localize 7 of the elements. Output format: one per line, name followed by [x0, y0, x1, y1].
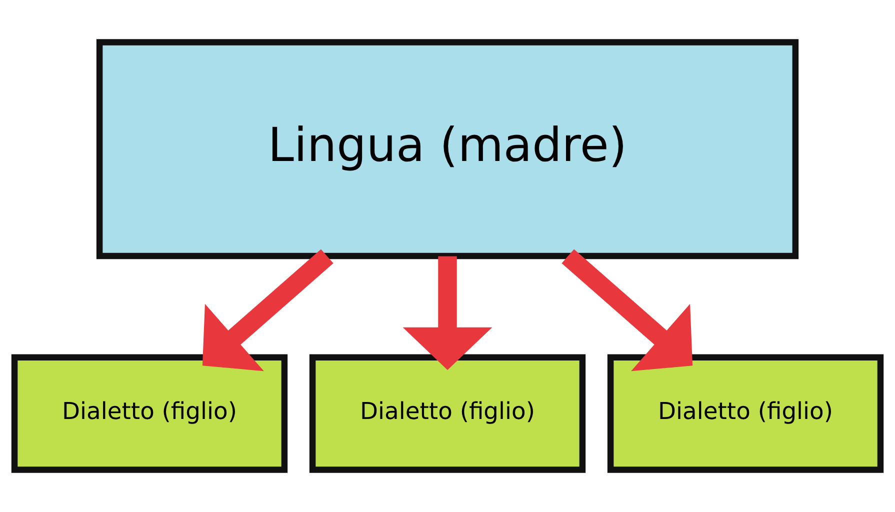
node-box: Dialetto (figlio): [11, 354, 288, 473]
node-box: Dialetto (figlio): [607, 354, 884, 473]
node-box: Dialetto (figlio): [309, 354, 586, 473]
arrow: [562, 249, 693, 372]
node-box: Lingua (madre): [96, 39, 799, 260]
arrow: [402, 256, 492, 370]
arrow: [202, 249, 334, 372]
